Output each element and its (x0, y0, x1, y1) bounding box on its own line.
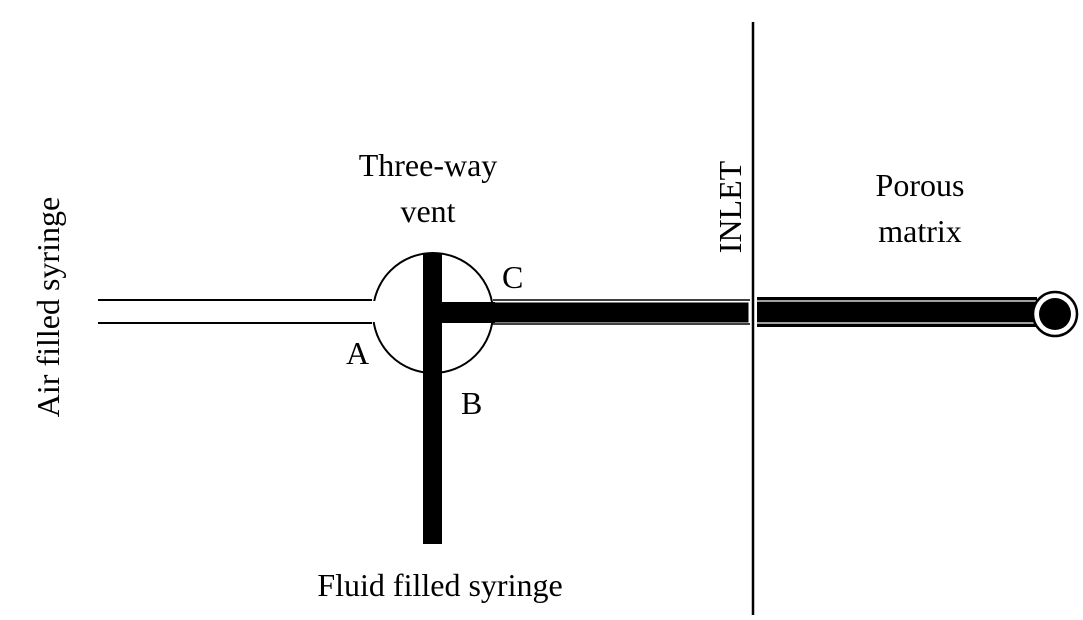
port-b-label: B (461, 385, 483, 421)
port-a-label: A (346, 335, 370, 371)
port-c-label: C (502, 259, 524, 295)
porous-matrix-channel (757, 297, 1037, 327)
inlet-label: INLET (712, 160, 748, 254)
air-tube (98, 299, 372, 324)
porous-matrix-label-line1: Porous (875, 167, 965, 203)
air-syringe-label: Air filled syringe (30, 196, 66, 418)
three-way-vent-label-line2: vent (400, 193, 456, 229)
fluid-syringe-label: Fluid filled syringe (317, 567, 563, 603)
porous-matrix-label-line2: matrix (878, 213, 962, 249)
vent-air-opening (368, 301, 380, 322)
three-way-vent-label-line1: Three-way (358, 147, 498, 183)
fluid-channel (423, 254, 442, 544)
outlet-end-circle (1031, 290, 1079, 338)
outlet-tube (492, 302, 749, 323)
vent-outlet-channel (440, 302, 495, 323)
